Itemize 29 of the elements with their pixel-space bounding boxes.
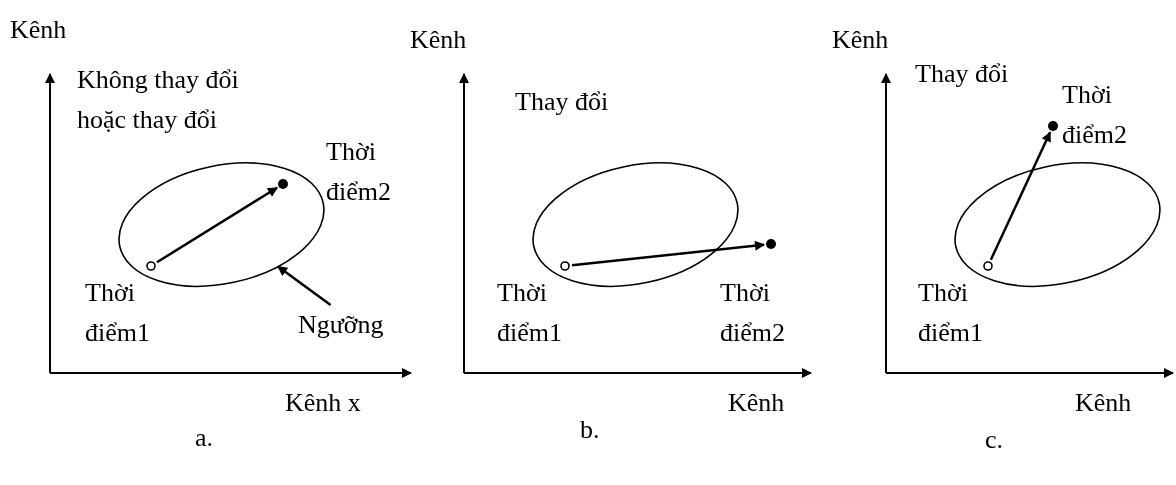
- arrow: [156, 186, 278, 264]
- time-point-label: Thời điểm1: [918, 277, 984, 349]
- axis-label: Kênh: [832, 24, 890, 56]
- end-point: [278, 179, 288, 189]
- time-point-label: Thời điểm2: [720, 277, 786, 349]
- arrow: [571, 240, 765, 267]
- region-label: Thay đổi: [915, 58, 1010, 90]
- time-point-label: Thời điểm1: [497, 277, 563, 349]
- leader-line: [277, 265, 332, 306]
- panel-label: b.: [580, 414, 601, 446]
- region-label: Không thay đổi hoặc thay đổi: [77, 64, 240, 136]
- start-point: [146, 261, 156, 271]
- panel-label: c.: [985, 424, 1005, 456]
- end-point: [1048, 121, 1058, 131]
- axis-label: Kênh: [10, 14, 68, 46]
- arrow: [989, 131, 1052, 261]
- panel-label: a.: [195, 422, 215, 454]
- start-point: [983, 261, 993, 271]
- time-point-label: Thời điểm2: [1062, 79, 1128, 151]
- start-point: [560, 261, 570, 271]
- axis-label: Kênh x: [285, 387, 362, 419]
- threshold-label: Ngưỡng: [298, 309, 385, 341]
- axis-label: Kênh: [1075, 387, 1133, 419]
- axis-label: Kênh: [728, 387, 786, 419]
- end-point: [766, 239, 776, 249]
- axis-label: Kênh: [410, 24, 468, 56]
- region-label: Thay đổi: [515, 86, 610, 118]
- time-point-label: Thời điểm1: [85, 277, 151, 349]
- time-point-label: Thời điểm2: [326, 136, 392, 208]
